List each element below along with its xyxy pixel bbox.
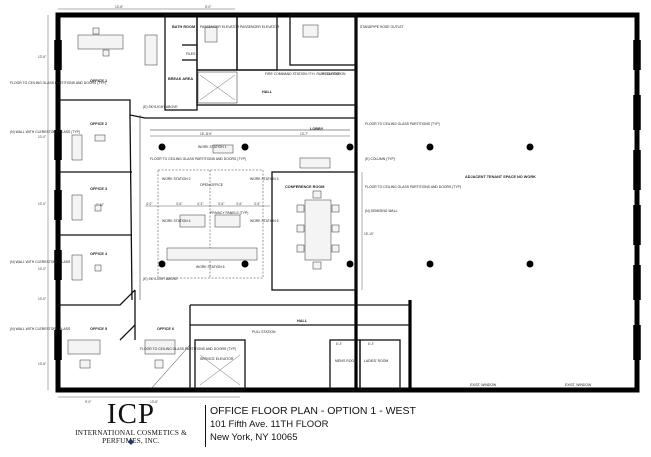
- dim-left-5: 10'-0": [38, 297, 46, 301]
- dim-left-6: 13'-6": [38, 362, 46, 366]
- bath-room-label: BATH ROOM: [172, 25, 195, 29]
- office-4-label: OFFICE 4: [90, 252, 108, 256]
- adjacent-tenant-label: ADJACENT TENANT SPACE NO WORK: [465, 175, 536, 179]
- passenger-elevator-1-label: PASSENGER ELEVATOR: [200, 25, 240, 29]
- plan-address: 101 Fifth Ave. 11TH FLOOR: [210, 419, 329, 430]
- dim-ws-f: 3'-6": [254, 202, 260, 206]
- files-label: FILES: [186, 52, 196, 56]
- column-note: (E) COLUMN (TYP): [365, 157, 395, 161]
- left-office-walls: [58, 99, 146, 306]
- lobby-label: LOBBY: [310, 127, 324, 131]
- hall-bottom-label: HALL: [297, 319, 308, 323]
- office-1-label: OFFICE 1: [90, 79, 107, 83]
- company-logo: ICP: [106, 398, 156, 430]
- office-3-label: OFFICE 3: [90, 187, 107, 191]
- work-station-5-label: WORK STATION 5: [250, 219, 279, 223]
- dim-small-a: 7'-10": [96, 203, 104, 207]
- glass-partition-note-right-1: FLOOR TO CEILING GLASS PARTITIONS (TYP): [365, 122, 440, 126]
- dim-ws-e: 3'-6": [236, 202, 242, 206]
- dim-left-2: 10'-0": [38, 135, 46, 139]
- dim-left-4: 10'-0": [38, 267, 46, 271]
- diamond-icon: ◆: [127, 437, 135, 446]
- exist-window-1-label: EXIST. WINDOW: [470, 383, 497, 387]
- pull-station-1-label: PULL STATION: [322, 72, 346, 76]
- demising-wall-note: (N) DEMISING WALL: [365, 209, 398, 213]
- elevator-hatch: [197, 71, 241, 386]
- glass-partition-note-office6: FLOOR TO CEILING GLASS PARTITIONS AND DO…: [140, 347, 236, 351]
- building-outline: [55, 12, 640, 393]
- bottom-walls: [119, 290, 410, 391]
- office-5-label: OFFICE 5: [90, 327, 107, 331]
- columns: [158, 143, 534, 268]
- work-station-6-label: WORK STATION 6: [196, 265, 225, 269]
- dim-lobby-w2: 13'-7": [300, 132, 308, 136]
- work-station-1-label: WORK STATION 1: [198, 145, 227, 149]
- hall-top-label: HALL: [262, 90, 273, 94]
- exist-window-2-label: EXIST. WINDOW: [565, 383, 592, 387]
- plan-title: OFFICE FLOOR PLAN - OPTION 1 - WEST: [210, 405, 416, 417]
- lobby-walls: [145, 117, 356, 279]
- glass-partition-note-center: FLOOR TO CEILING GLASS PARTITIONS AND DO…: [150, 157, 246, 161]
- open-office-label: OPEN OFFICE: [200, 183, 224, 187]
- skylight-note-2: (E) SKYLIGHT ABOVE: [143, 277, 178, 281]
- service-elevator-label: SERVICE ELEVATOR: [200, 357, 234, 361]
- glass-partition-note-right-2: FLOOR TO CEILING GLASS PARTITIONS AND DO…: [365, 185, 461, 189]
- clerestory-note-2: (N) WALL WITH CLERESTORY GLASS: [10, 260, 71, 264]
- exterior-windows: [54, 40, 641, 360]
- dim-ws-c: 4'-3": [197, 202, 203, 206]
- dim-ws-a: 4'-0": [146, 202, 152, 206]
- dim-ws-b: 3'-6": [176, 202, 182, 206]
- dim-top-a: 13'-6": [115, 5, 123, 9]
- dimension-lines: [47, 8, 363, 398]
- work-station-4-label: WORK STATION 4: [162, 219, 191, 223]
- pull-station-2-label: PULL STATION: [252, 330, 276, 334]
- dim-bottom-b: 13'-6": [150, 400, 158, 404]
- office-2-label: OFFICE 2: [90, 122, 107, 126]
- dim-lobby-w: 15'-11½": [200, 132, 212, 136]
- work-station-3-label: WORK STATION 3: [250, 177, 279, 181]
- fire-command-label: FIRE COMMAND STATION / F.H. RUN TOM FLR: [265, 72, 340, 76]
- dim-right-v: 15'-10": [364, 232, 374, 236]
- office-6-label: OFFICE 6: [157, 327, 174, 331]
- clerestory-note-1: (N) WALL WITH CLERESTORY GLASS (TYP): [10, 130, 80, 134]
- dim-ws-d: 3'-6": [218, 202, 224, 206]
- passenger-elevator-2-label: PASSENGER ELEVATOR: [240, 25, 280, 29]
- ladies-room-label: LADIES' ROOM: [364, 359, 388, 363]
- glass-partition-note-left: FLOOR TO CEILING GLASS PARTITIONS AND DO…: [10, 81, 106, 85]
- furniture: [67, 24, 340, 369]
- work-station-2-label: WORK STATION 2: [162, 177, 191, 181]
- dim-top-b: 5'-0": [205, 5, 211, 9]
- mens-room-label: MEN'S ROOM: [335, 359, 357, 363]
- privacy-panels-label: PRIVACY PANELS (TYP): [210, 211, 248, 215]
- dim-small-b: 6'-3": [336, 342, 342, 346]
- dim-small-c: 6'-3": [368, 342, 374, 346]
- core-walls: [164, 14, 357, 111]
- skylight-note-1: (E) SKYLIGHT ABOVE: [143, 105, 178, 109]
- standpipe-label: STANDPIPE HOSE OUTLET: [360, 25, 404, 29]
- plan-city: New York, NY 10065: [210, 432, 298, 443]
- clerestory-note-3: (N) WALL WITH CLERESTORY GLASS: [10, 327, 71, 331]
- company-name: INTERNATIONAL COSMETICS & PERFUMES, INC.: [75, 429, 187, 445]
- break-area-label: BREAK AREA: [168, 77, 193, 81]
- dim-left-1: 13'-6": [38, 55, 46, 59]
- conference-room-label: CONFERENCE ROOM: [285, 185, 324, 189]
- dim-bottom-a: 9'-0": [85, 400, 91, 404]
- dim-left-3: 10'-0": [38, 202, 46, 206]
- conference-room-wall: [271, 171, 357, 291]
- title-divider: [205, 405, 206, 447]
